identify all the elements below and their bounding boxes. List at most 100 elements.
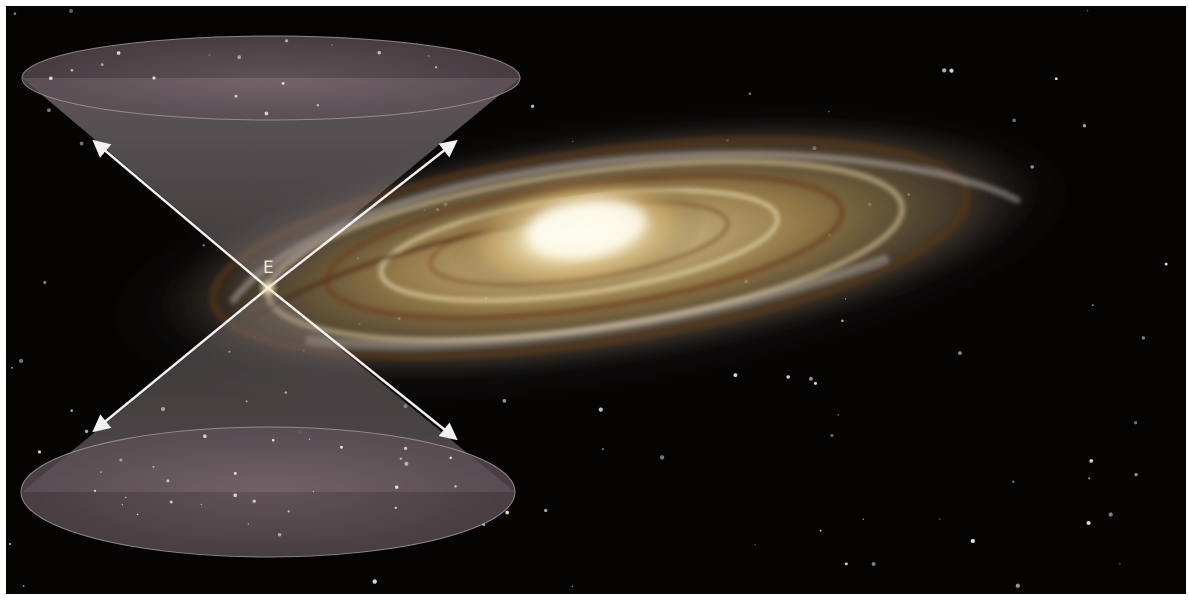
- star-icon: [152, 76, 156, 80]
- star-icon: [70, 68, 74, 72]
- star-icon: [43, 281, 47, 284]
- past-cone-cap: [20, 426, 516, 558]
- cap-star-field: [49, 39, 457, 537]
- star-icon: [1086, 9, 1089, 12]
- star-icon: [786, 375, 790, 379]
- star-icon: [942, 68, 947, 73]
- star-icon: [404, 461, 409, 466]
- star-icon: [340, 445, 343, 449]
- star-icon: [659, 455, 665, 460]
- star-icon: [271, 438, 275, 442]
- arrow-icon: [267, 287, 458, 441]
- star-icon: [166, 479, 170, 483]
- light-cone-icon: [22, 78, 520, 286]
- arrow-icon: [92, 139, 269, 289]
- star-icon: [399, 457, 402, 460]
- star-icon: [1134, 421, 1138, 425]
- star-icon: [372, 579, 377, 584]
- star-icon: [9, 542, 12, 546]
- star-icon: [233, 471, 237, 475]
- star-icon: [1088, 477, 1090, 480]
- star-icon: [69, 8, 74, 13]
- star-icon: [287, 510, 290, 513]
- star-icon: [37, 450, 42, 454]
- star-icon: [819, 529, 822, 532]
- star-icon: [93, 489, 97, 493]
- star-icon: [84, 429, 89, 434]
- star-icon: [830, 433, 834, 438]
- star-icon: [169, 500, 173, 504]
- star-icon: [844, 562, 848, 566]
- star-icon: [748, 92, 752, 96]
- star-icon: [22, 585, 25, 588]
- arrow-icon: [267, 139, 458, 289]
- star-icon: [808, 376, 813, 381]
- star-icon: [862, 518, 864, 520]
- star-icon: [152, 465, 155, 468]
- star-icon: [813, 381, 818, 385]
- star-icon: [252, 499, 256, 503]
- star-icon: [237, 55, 242, 59]
- star-icon: [939, 518, 941, 520]
- past-light-cone: [20, 290, 516, 558]
- star-icon: [47, 108, 51, 113]
- star-icon: [79, 141, 84, 146]
- star-icon: [754, 544, 756, 546]
- star-icon: [203, 434, 207, 438]
- star-icon: [100, 63, 104, 66]
- event-label: E: [263, 258, 274, 278]
- star-icon: [331, 44, 333, 46]
- arrow-icon: [92, 287, 269, 433]
- star-icon: [1134, 472, 1138, 477]
- star-icon: [449, 456, 452, 460]
- star-icon: [394, 506, 397, 509]
- future-cone-cap: [21, 35, 521, 121]
- star-icon: [13, 12, 17, 15]
- star-icon: [601, 447, 605, 451]
- future-light-cone: [21, 35, 521, 286]
- star-icon: [571, 585, 574, 588]
- star-icon: [100, 471, 102, 473]
- star-icon: [49, 76, 53, 81]
- star-icon: [1015, 583, 1020, 588]
- star-icon: [1119, 563, 1121, 565]
- star-icon: [377, 50, 381, 55]
- star-icon: [871, 562, 876, 566]
- star-icon: [308, 438, 311, 441]
- star-icon: [285, 39, 289, 43]
- star-icon: [949, 68, 954, 73]
- star-icon: [1164, 262, 1168, 266]
- star-icon: [505, 510, 510, 515]
- light-ray-arrows: [92, 139, 458, 441]
- star-icon: [312, 490, 315, 493]
- star-icon: [1012, 118, 1016, 123]
- event-point: [257, 277, 279, 299]
- star-icon: [281, 81, 285, 85]
- star-icon: [70, 409, 73, 412]
- star-icon: [10, 366, 13, 369]
- star-icon: [1086, 520, 1091, 526]
- star-icon: [200, 503, 203, 506]
- star-icon: [18, 358, 24, 364]
- star-icon: [136, 513, 139, 516]
- star-icon: [247, 523, 250, 525]
- star-icon: [277, 533, 282, 537]
- star-icon: [958, 351, 962, 355]
- star-icon: [234, 94, 238, 98]
- star-icon: [1082, 124, 1087, 128]
- star-icon: [1108, 512, 1113, 517]
- star-icon: [119, 458, 123, 462]
- star-icon: [970, 538, 975, 544]
- star-icon: [316, 104, 320, 107]
- star-icon: [233, 493, 238, 498]
- star-icon: [121, 504, 123, 506]
- star-icon: [395, 485, 399, 489]
- star-icon: [837, 414, 839, 416]
- star-icon: [1054, 77, 1058, 81]
- star-icon: [733, 373, 738, 377]
- star-icon: [125, 496, 127, 499]
- star-icon: [1012, 480, 1015, 483]
- star-icon: [544, 508, 548, 513]
